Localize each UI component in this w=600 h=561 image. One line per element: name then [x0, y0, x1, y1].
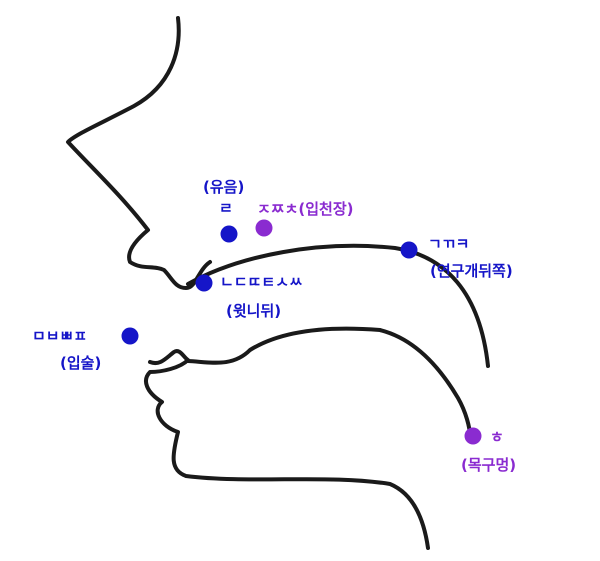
label-alveolar-place: (윗니뒤) — [226, 302, 282, 320]
marker-labial-point — [121, 327, 139, 345]
label-glottal-place: (목구멍) — [461, 456, 517, 474]
marker-vowel-point — [220, 225, 238, 243]
jaw-throat-outline — [144, 349, 430, 550]
label-labial-consonants: ㅁㅂㅃㅍ — [32, 327, 88, 345]
label-labial-place: (입술) — [60, 354, 102, 372]
palate-outline — [186, 243, 490, 368]
label-velar-place: (연구개뒤쪽) — [430, 262, 513, 280]
face-profile-outline — [66, 16, 212, 290]
label-vowel-letter: ㄹ — [219, 199, 233, 217]
marker-glottal-point — [464, 427, 482, 445]
label-alveolar-consonants: ㄴㄷㄸㅌㅅㅆ — [220, 273, 303, 291]
marker-palate-point — [255, 219, 273, 237]
label-velar-consonants: ㄱㄲㅋ — [428, 235, 470, 253]
label-palate: ㅈㅉㅊ(입천장) — [257, 200, 354, 218]
marker-alveolar-point — [195, 274, 213, 292]
label-vowel-title: (유음) — [203, 178, 245, 196]
label-glottal-consonant: ㅎ — [490, 428, 504, 446]
tongue-outline — [186, 326, 472, 438]
marker-velar-point — [400, 241, 418, 259]
